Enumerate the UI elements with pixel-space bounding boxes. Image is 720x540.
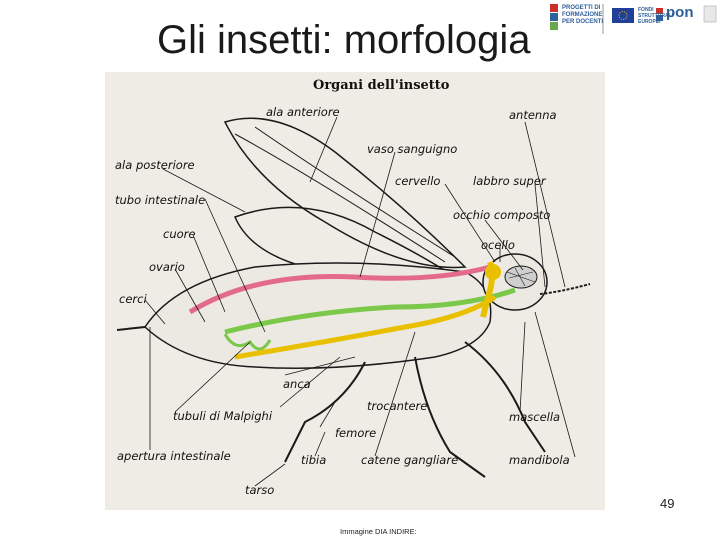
label-mascella: mascella [509,410,560,424]
label-tubuli-malpighi: tubuli di Malpighi [173,409,272,423]
leg-3 [465,342,545,452]
label-trocantere: trocantere [367,399,427,413]
image-credit: Immagine DIA INDIRE: [340,527,417,536]
insect-diagram: Organi dell'insetto ala anteriore antenn… [105,72,605,510]
label-cerci: cerci [119,292,147,306]
brain-ganglion [485,264,501,280]
logo-left-line-3: PER DOCENTI [562,19,603,25]
label-cuore: cuore [163,227,195,241]
label-apertura-intestinale: apertura intestinale [117,449,231,463]
label-ala-anteriore: ala anteriore [266,105,340,119]
page-number: 49 [660,496,674,511]
logo-bar: PROGETTI DI FORMAZIONE PER DOCENTI FONDI… [548,2,718,38]
label-tarso: tarso [245,483,274,497]
label-ala-posteriore: ala posteriore [115,158,195,172]
label-mandibola: mandibola [509,453,570,467]
label-ovario: ovario [149,260,185,274]
label-antenna: antenna [509,108,557,122]
diagram-title: Organi dell'insetto [313,78,449,93]
logo-left-line-2: FORMAZIONE [562,12,602,18]
forewing-shape [225,118,465,267]
label-cervello: cervello [395,174,440,188]
label-tubo-intestinale: tubo intestinale [115,193,205,207]
cerci-shape [117,327,145,330]
insect-drawing [105,72,605,510]
label-catene-gangliare: catene gangliare [361,453,458,467]
logo-right-line-3: EUROPEI [638,19,661,25]
pon-logo: pon [666,5,694,20]
label-ocello: ocello [481,238,515,252]
label-labbro-superiore: labbro super [473,174,546,188]
label-anca: anca [283,377,311,391]
label-tibia: tibia [301,453,326,467]
slide-title: Gli insetti: morfologia [157,18,530,63]
logo-left-line-1: PROGETTI DI [562,5,600,11]
label-vaso-sanguigno: vaso sanguigno [367,142,457,156]
label-occhio-composto: occhio composto [453,208,550,222]
label-femore: femore [335,426,376,440]
